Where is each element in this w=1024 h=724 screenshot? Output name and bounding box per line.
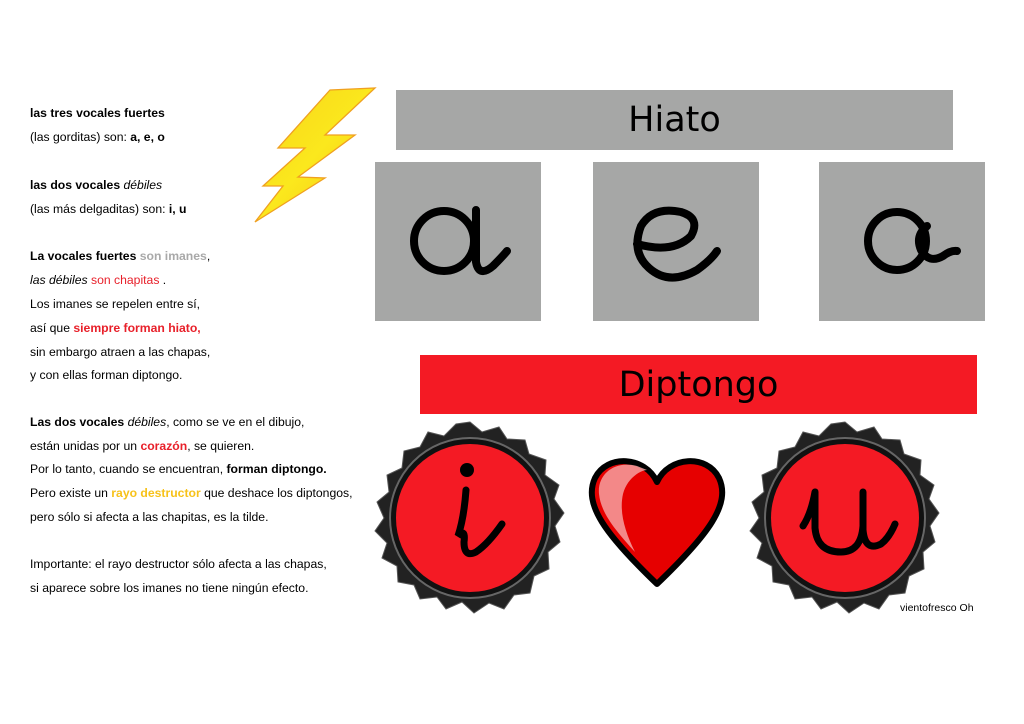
text-span: Los imanes se repelen entre sí,	[30, 297, 201, 311]
text-span: Importante: el rayo destructor sólo afec…	[30, 557, 327, 571]
text-span: forman diptongo.	[226, 462, 327, 476]
text-line: Importante: el rayo destructor sólo afec…	[30, 556, 327, 572]
text-span: las tres vocales fuertes	[30, 106, 165, 120]
diptongo-title: Diptongo	[618, 364, 779, 405]
weak-vowels: i, u	[168, 202, 187, 216]
text-span: son imanes	[139, 249, 207, 263]
text-line: Por lo tanto, cuando se encuentran, form…	[30, 461, 327, 477]
text-span: débiles	[123, 178, 163, 192]
letter-o-glyph	[864, 208, 961, 274]
text-span: si aparece sobre los imanes no tiene nin…	[30, 581, 309, 595]
bottle-cap-u	[749, 421, 940, 614]
text-line: las débiles son chapitas .	[30, 272, 166, 288]
text-span: y con ellas forman diptongo.	[30, 368, 183, 382]
text-line: (las gorditas) son: a, e, o	[30, 129, 165, 145]
letter-e-glyph	[633, 206, 721, 282]
text-span: .	[159, 273, 167, 287]
text-span: así que	[30, 321, 74, 335]
text-span: las dos vocales	[30, 178, 124, 192]
text-line: La vocales fuertes son imanes,	[30, 248, 210, 264]
letter-u-glyph	[799, 488, 899, 556]
diptongo-banner: Diptongo	[420, 355, 977, 414]
text-line: las tres vocales fuertes	[30, 105, 165, 121]
text-span: , se quieren.	[187, 439, 255, 453]
text-line: así que siempre forman hiato,	[30, 320, 201, 336]
text-line: sin embargo atraen a las chapas,	[30, 344, 210, 360]
letter-a-glyph	[410, 206, 511, 276]
text-span: siempre forman hiato,	[73, 321, 201, 335]
text-span: Las dos vocales	[30, 415, 128, 429]
text-line: Los imanes se repelen entre sí,	[30, 296, 200, 312]
text-span: son chapitas	[87, 273, 160, 287]
text-span: corazón	[140, 439, 188, 453]
text-line: están unidas por un corazón, se quieren.	[30, 438, 254, 454]
text-line: las dos vocales débiles	[30, 177, 162, 193]
text-span: ,	[206, 249, 211, 263]
bottle-cap-icon	[374, 421, 565, 614]
text-line: y con ellas forman diptongo.	[30, 367, 182, 383]
text-span: (las más delgaditas) son:	[30, 202, 169, 216]
text-span: están unidas por un	[30, 439, 141, 453]
bottle-cap-icon	[749, 421, 940, 614]
text-span: Pero existe un	[30, 486, 112, 500]
text-line: si aparece sobre los imanes no tiene nin…	[30, 580, 308, 596]
text-line: Las dos vocales débiles, como se ve en e…	[30, 414, 304, 430]
letter-i-glyph	[454, 463, 506, 558]
heart-icon	[588, 458, 726, 587]
vowel-box-a	[375, 162, 541, 321]
text-span: Por lo tanto, cuando se encuentran,	[30, 462, 227, 476]
strong-vowels: a, e, o	[130, 130, 165, 144]
text-span: sin embargo atraen a las chapas,	[30, 345, 211, 359]
text-span: (las gorditas) son:	[30, 130, 131, 144]
text-line: (las más delgaditas) son: i, u	[30, 201, 186, 217]
hiato-title: Hiato	[628, 100, 721, 140]
text-span: las débiles	[30, 273, 88, 287]
text-span: pero sólo si afecta a las chapitas, es l…	[30, 510, 269, 524]
text-span: rayo destructor	[111, 486, 201, 500]
text-span: La vocales fuertes	[30, 249, 140, 263]
hiato-banner: Hiato	[396, 90, 953, 150]
text-line: Pero existe un rayo destructor que desha…	[30, 485, 352, 501]
author-credit: vientofresco Oh	[900, 602, 974, 614]
vowel-box-o	[819, 162, 985, 321]
text-span: , como se ve en el dibujo,	[166, 415, 305, 429]
text-line: pero sólo si afecta a las chapitas, es l…	[30, 509, 268, 525]
text-span: débiles	[127, 415, 167, 429]
bottle-cap-i	[374, 421, 565, 614]
text-span: que deshace los diptongos,	[200, 486, 353, 500]
lightning-bolt-icon	[254, 87, 377, 223]
vowel-box-e	[593, 162, 759, 321]
